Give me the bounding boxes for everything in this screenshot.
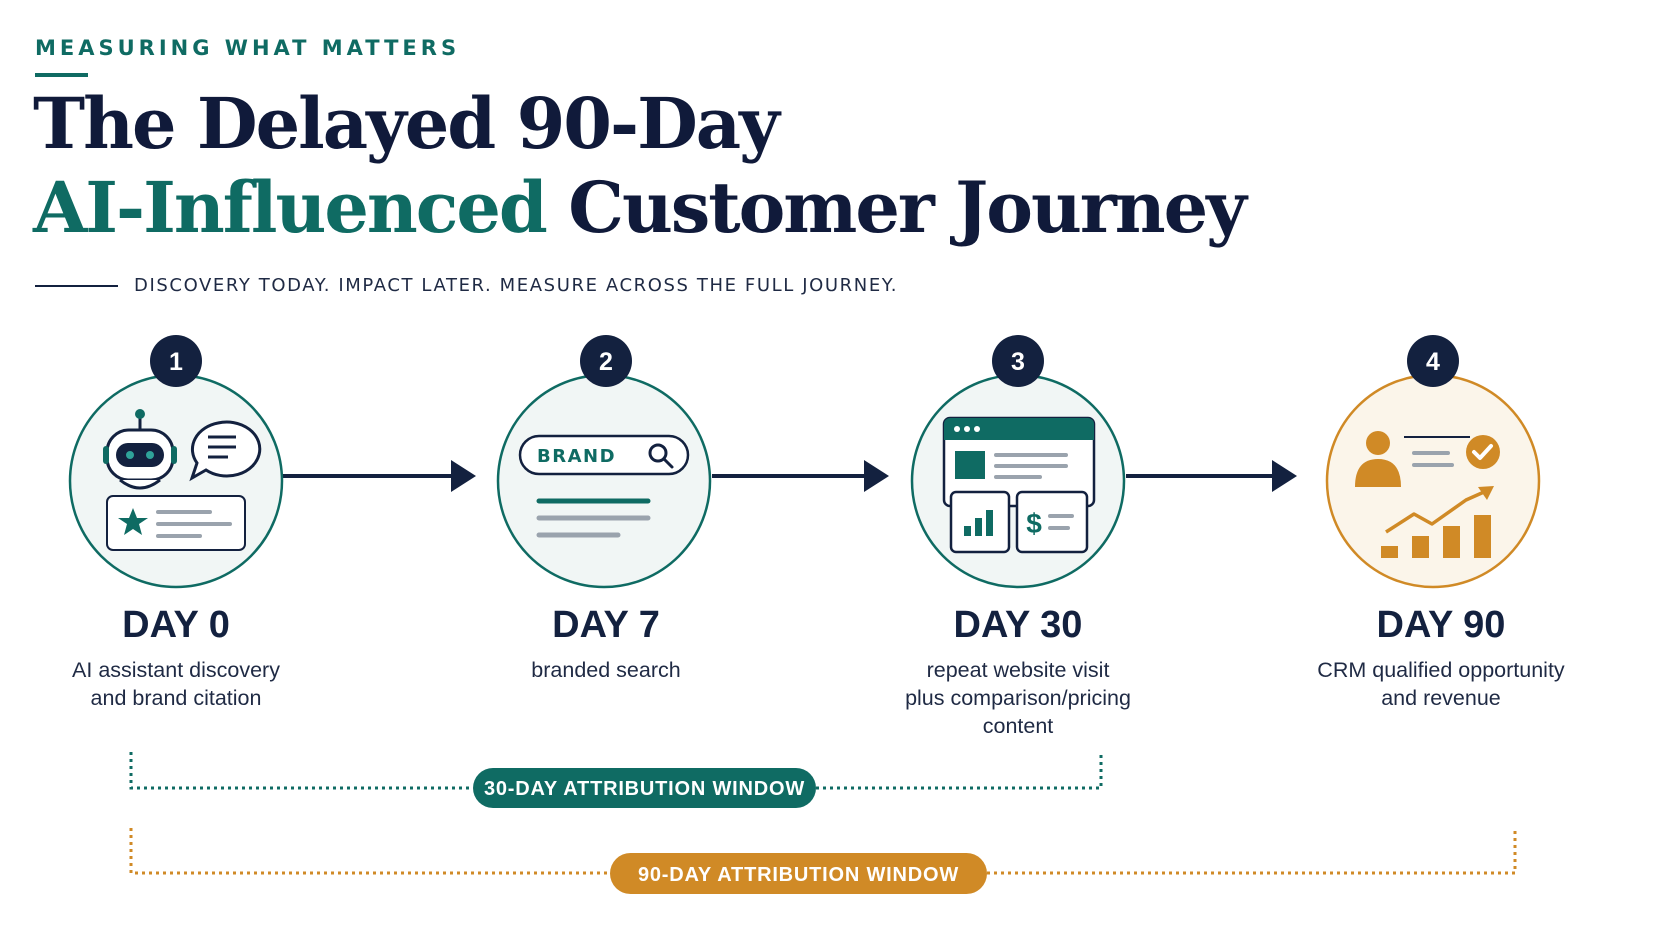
stage-2-description: branded search [436, 656, 776, 684]
window-30-label: 30-DAY ATTRIBUTION WINDOW [484, 778, 805, 800]
stage-4-badge [1407, 335, 1459, 387]
stage-1-number: 1 [169, 348, 183, 376]
stage-1-desc-line: and brand citation [90, 686, 262, 710]
stage-1-day: DAY 0 [122, 604, 230, 646]
stage-1-badge [150, 335, 202, 387]
window-90-pill [610, 853, 987, 894]
window-90-label: 90-DAY ATTRIBUTION WINDOW [638, 864, 959, 886]
stage-3-desc-line: repeat website visit [926, 658, 1110, 682]
search-brand-text: BRAND [537, 446, 616, 467]
website-pricing-icon: $ [942, 416, 1096, 554]
stage-3-number: 3 [1011, 348, 1025, 376]
stage-1-node: 1 [68, 335, 284, 589]
window-30-pill [473, 768, 816, 808]
stage-1-description: AI assistant discovery and brand citatio… [6, 656, 346, 712]
branded-search-icon: BRAND [518, 434, 690, 538]
stage-4-day: DAY 90 [1376, 604, 1506, 646]
stage-3-desc-line: content [982, 714, 1054, 738]
stage-4-desc-line: and revenue [1381, 686, 1501, 710]
stage-3-badge [992, 335, 1044, 387]
stage-4-node: 4 [1325, 335, 1541, 589]
title-line-2: AI-Influenced Customer Journey [33, 166, 1247, 250]
subtitle: DISCOVERY TODAY. IMPACT LATER. MEASURE A… [134, 275, 899, 296]
stage-2-node: BRAND 2 [496, 335, 712, 589]
stage-2-day: DAY 7 [552, 604, 660, 646]
attribution-window-30: 30-DAY ATTRIBUTION WINDOW [129, 752, 1103, 808]
attribution-window-90: 90-DAY ATTRIBUTION WINDOW [129, 828, 1517, 894]
ai-chat-assistant-icon [103, 409, 262, 551]
stage-4-desc-line: CRM qualified opportunity [1317, 658, 1565, 682]
stage-3-node: $ 3 [910, 335, 1126, 589]
eyebrow-rule [35, 73, 88, 77]
title-accent: AI-Influenced [33, 166, 548, 249]
crm-revenue-icon [1355, 431, 1500, 558]
stage-1-circle [68, 373, 284, 589]
stage-1-desc-line: AI assistant discovery [72, 658, 280, 682]
arrowhead-3-4 [1272, 460, 1297, 492]
page-title: The Delayed 90-Day AI-Influenced Custome… [33, 82, 1247, 250]
stage-4-number: 4 [1426, 348, 1440, 376]
arrowhead-2-3 [864, 460, 889, 492]
subtitle-rule [35, 285, 118, 287]
stage-3-description: repeat website visit plus comparison/pri… [848, 656, 1188, 740]
title-line-1: The Delayed 90-Day [33, 82, 780, 165]
stage-2-badge [580, 335, 632, 387]
stage-4-description: CRM qualified opportunity and revenue [1271, 656, 1611, 712]
currency-symbol: $ [1026, 508, 1042, 539]
stage-2-desc-line: branded search [531, 658, 681, 682]
stage-3-day: DAY 30 [953, 604, 1083, 646]
stage-2-number: 2 [599, 348, 613, 376]
title-rest: Customer Journey [545, 166, 1247, 249]
connector-arrows [283, 460, 1297, 492]
stage-2-circle [496, 373, 712, 589]
stage-3-desc-line: plus comparison/pricing [905, 686, 1131, 710]
eyebrow-label: MEASURING WHAT MATTERS [35, 36, 461, 60]
search-icon [648, 443, 674, 469]
arrowhead-1-2 [451, 460, 476, 492]
